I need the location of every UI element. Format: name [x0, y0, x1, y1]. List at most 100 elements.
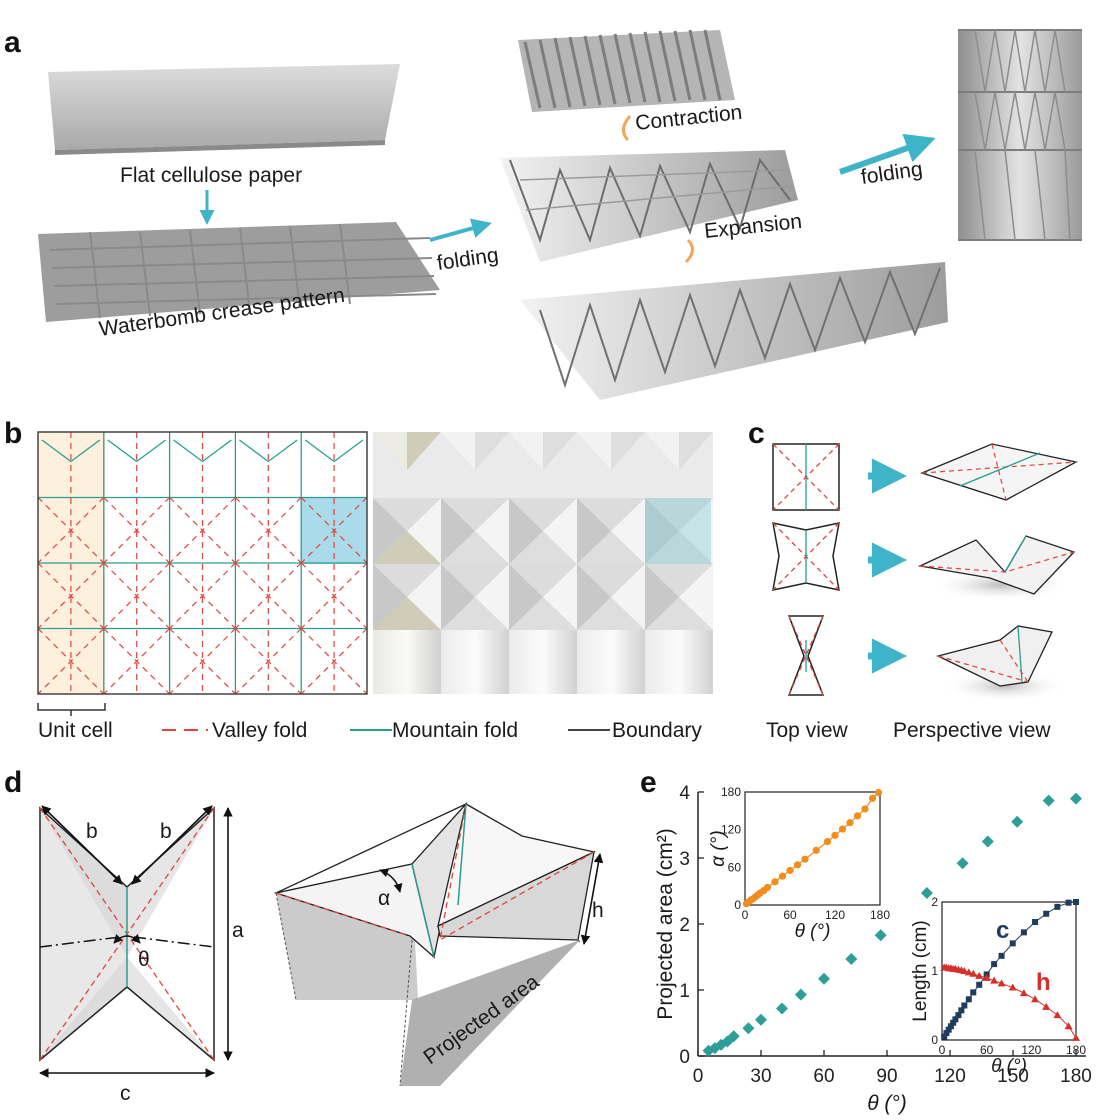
valley-diagonal [37, 497, 105, 564]
facet-right [543, 564, 577, 630]
perspective-partial [917, 535, 1076, 601]
dim-b-left-label: b [86, 820, 98, 843]
facet-right [475, 498, 509, 564]
y-tick-label: 1 [679, 981, 690, 1002]
facet-right [407, 564, 441, 630]
h-point [982, 973, 991, 981]
h-point [1072, 1033, 1080, 1041]
data-point [838, 825, 847, 833]
folding-arrow-1 [429, 218, 492, 242]
perspective-view-label: Perspective view [893, 719, 1051, 742]
flat-paper-label: Flat cellulose paper [120, 164, 302, 187]
y-tick-label: 180 [721, 785, 741, 799]
data-point [1070, 792, 1082, 805]
mountain-chevron [239, 439, 298, 463]
data-point [845, 952, 858, 965]
facet-top [441, 564, 509, 597]
unit-cell-perspective [273, 801, 596, 1087]
data-point [771, 878, 779, 886]
x-tick-label: 150 [997, 1066, 1029, 1087]
y-axis-label: Length (cm) [910, 920, 931, 1021]
data-point [727, 1030, 740, 1043]
zigzag-top [373, 432, 441, 498]
top-view-label: Top view [766, 719, 849, 742]
mountain-chevron [41, 439, 101, 463]
y-tick-label: 4 [679, 783, 690, 804]
zigzag-top [509, 432, 577, 498]
c-point [965, 996, 972, 1003]
cylinder-illustration [958, 29, 1082, 241]
h-point [1008, 983, 1017, 991]
facet-right [543, 498, 577, 564]
folding-arrow-2 [838, 133, 936, 175]
crease-pattern-grid [37, 432, 368, 695]
pleat-column [577, 630, 645, 694]
data-point [1011, 815, 1024, 828]
facet-right [679, 498, 713, 564]
flat-paper-illustration [48, 64, 400, 150]
facet-left [577, 498, 611, 564]
data-point [793, 861, 802, 869]
valley-diagonal [103, 497, 171, 564]
data-point [755, 1013, 767, 1026]
x-tick-label: 120 [934, 1066, 966, 1087]
facet-right [475, 564, 509, 630]
expanded-illustration [520, 262, 948, 400]
data-point [742, 1022, 755, 1035]
flat-paper-edge [55, 140, 385, 155]
zigzag-highlight [373, 432, 407, 470]
h-point [1019, 989, 1028, 997]
y-axis-label: α (°) [708, 830, 729, 866]
data-point [868, 794, 877, 802]
x-axis-label: θ (°) [795, 921, 831, 942]
c-point [955, 1012, 962, 1019]
x-tick-label: 0 [742, 908, 749, 922]
c-point [961, 1002, 968, 1009]
c-point [1065, 899, 1072, 906]
panel-d: d b b a c θ [4, 766, 604, 1105]
facet-left [441, 564, 475, 630]
panel-c-letter: c [748, 417, 765, 450]
mountain-chevron [173, 439, 232, 463]
x-axis-label: θ (°) [991, 1056, 1027, 1077]
data-point [776, 1002, 788, 1015]
dim-a-label: a [232, 919, 244, 942]
facet-top [645, 564, 713, 597]
h-point [960, 967, 969, 974]
c-point [1009, 940, 1016, 947]
dim-h [580, 853, 604, 945]
facet-top [373, 564, 441, 597]
pleat-column [645, 630, 713, 694]
x-tick-label: 180 [1066, 1043, 1086, 1057]
data-point [874, 929, 887, 942]
data-point [794, 988, 807, 1001]
panel-c: c Top view [748, 417, 1078, 742]
y-tick-label: 0 [734, 898, 741, 912]
perspective-flat [920, 443, 1078, 501]
facet-left [441, 498, 475, 564]
dim-b-left [41, 805, 123, 885]
data-point [956, 857, 969, 870]
valley-diagonal [169, 628, 236, 695]
valley-diagonal [300, 562, 368, 629]
c-point [1043, 910, 1050, 917]
zigzag-highlight [577, 432, 611, 470]
y-tick-label: 3 [679, 849, 690, 870]
pleat-column [373, 630, 441, 694]
zigzag-highlight [509, 432, 543, 470]
series-h-label: h [1036, 969, 1051, 996]
c-point [941, 1033, 948, 1040]
y-tick-label: 2 [931, 895, 938, 909]
c-point [950, 1019, 957, 1026]
h-point [990, 976, 999, 984]
valley-diagonal [169, 562, 236, 629]
x-tick-label: 120 [1021, 1043, 1041, 1057]
valley-diagonal [234, 497, 302, 564]
x-tick-label: 60 [813, 1066, 834, 1087]
contracted-illustration [518, 29, 735, 112]
h-point [1064, 1022, 1073, 1030]
facet-left [509, 498, 543, 564]
facet-right [611, 564, 645, 630]
